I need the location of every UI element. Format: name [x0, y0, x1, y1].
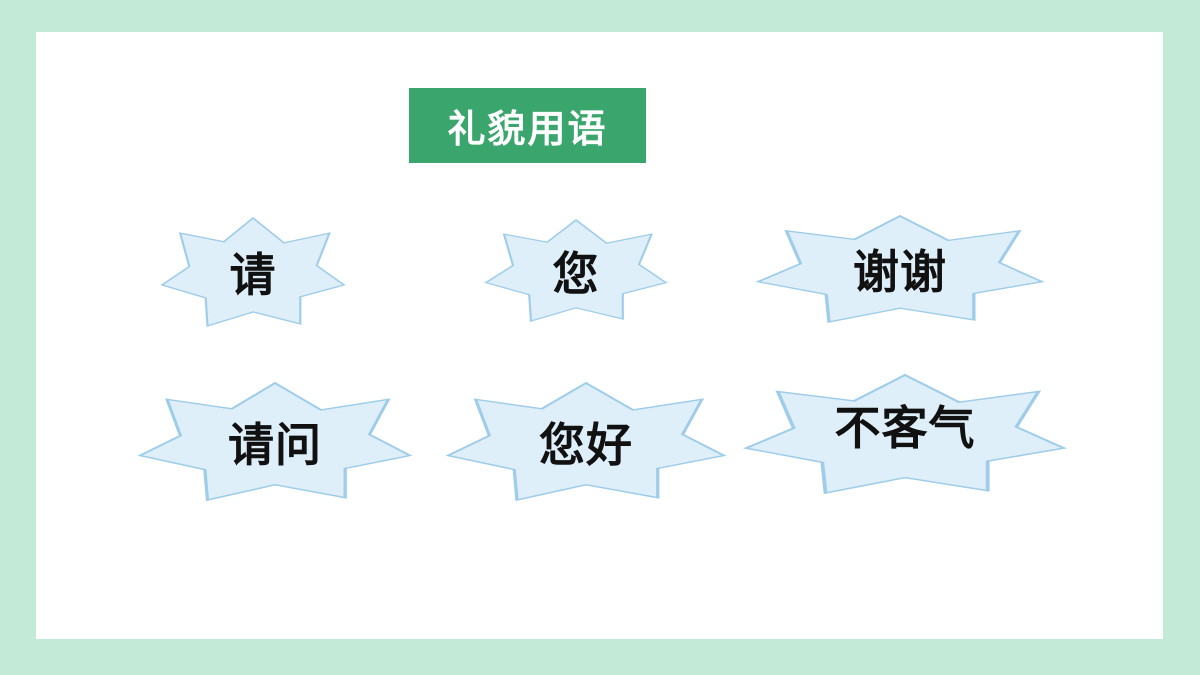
- phrase-label: 您: [552, 246, 600, 301]
- phrase-card-bukeqi: 不客气: [742, 373, 1068, 495]
- star-burst-icon: [755, 214, 1045, 324]
- star-burst-icon: [160, 216, 346, 328]
- star-burst-icon: [742, 373, 1068, 495]
- title-banner: 礼貌用语: [409, 88, 646, 163]
- phrase-label: 不客气: [834, 401, 976, 455]
- phrase-card-qing: 请: [160, 216, 346, 328]
- star-burst-icon: [137, 381, 413, 502]
- star-burst-icon: [445, 381, 727, 502]
- phrase-label: 谢谢: [853, 245, 947, 299]
- phrase-card-nin: 您: [484, 218, 668, 322]
- slide-title: 礼貌用语: [447, 107, 608, 151]
- phrase-card-qingwen: 请问: [137, 381, 413, 502]
- phrase-label: 您好: [539, 417, 633, 472]
- phrase-label: 请: [229, 248, 277, 302]
- phrase-label: 请问: [228, 417, 322, 472]
- phrase-card-ninhao: 您好: [445, 381, 727, 502]
- star-burst-icon: [484, 218, 668, 322]
- phrase-card-xiexie: 谢谢: [755, 214, 1045, 324]
